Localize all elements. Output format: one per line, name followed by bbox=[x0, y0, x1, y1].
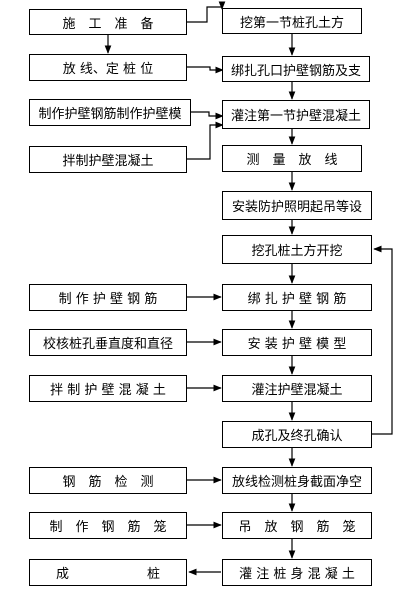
step-mix-concrete-2: 拌 制 护 壁 混 凝 土 bbox=[29, 375, 187, 402]
step-dig-first: 挖第一节桩孔土方 bbox=[222, 8, 362, 34]
step-make-formwork: 制作护壁钢筋制作护壁模 bbox=[29, 99, 191, 126]
arrow-prep-to-dig-first bbox=[187, 1, 226, 23]
step-mix-concrete: 拌制护壁混凝土 bbox=[29, 146, 187, 173]
step-pour-wall: 灌注护壁混凝土 bbox=[222, 375, 372, 402]
step-check-hole: 校核桩孔垂直度和直径 bbox=[29, 329, 187, 356]
step-lift-cage: 吊 放 钢 筋 笼 bbox=[222, 512, 372, 539]
arrow-mix-to-pour-first bbox=[187, 121, 224, 160]
step-make-cage: 制 作 钢 筋 笼 bbox=[29, 512, 187, 539]
step-tie-rebar-top: 绑扎孔口护壁钢筋及支 bbox=[222, 56, 370, 82]
step-hole-confirm: 成孔及终孔确认 bbox=[222, 421, 372, 448]
step-make-rebar: 制 作 护 壁 钢 筋 bbox=[29, 284, 187, 311]
step-tie-rebar: 绑 扎 护 壁 钢 筋 bbox=[222, 284, 372, 311]
step-pour-first: 灌注第一节护壁混凝土 bbox=[222, 100, 370, 129]
step-layout: 放 线、定 桩 位 bbox=[29, 54, 187, 81]
step-finish-pile: 成 桩 bbox=[29, 559, 187, 586]
arrow-layout-to-tie-rebar-top bbox=[187, 66, 224, 74]
step-pour-pile: 灌 注 桩 身 混 凝 土 bbox=[222, 559, 372, 586]
arrow-formwork-to-pour-first bbox=[191, 111, 224, 120]
step-rebar-test: 钢 筋 检 测 bbox=[29, 467, 187, 494]
step-install-equipment: 安装防护照明起吊等设 bbox=[222, 191, 372, 220]
step-install-formwork: 安 装 护 壁 模 型 bbox=[222, 329, 372, 356]
loop-back-arrow bbox=[371, 245, 393, 435]
step-survey: 测 量 放 线 bbox=[222, 145, 362, 172]
step-prep: 施 工 准 备 bbox=[29, 9, 187, 35]
step-check-clearance: 放线检测桩身截面净空 bbox=[222, 467, 372, 494]
step-dig-next: 挖孔桩土方开挖 bbox=[222, 235, 372, 264]
